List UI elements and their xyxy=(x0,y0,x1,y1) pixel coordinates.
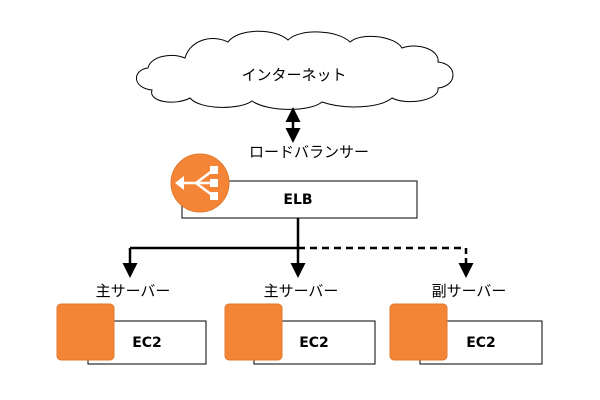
load-balancer-title: ロードバランサー xyxy=(249,143,369,161)
server-heading: 主サーバー xyxy=(264,282,339,300)
server-node: 主サーバー EC2 xyxy=(224,282,376,365)
server-label: EC2 xyxy=(299,335,329,351)
ec2-icon xyxy=(56,303,115,361)
ec2-icon xyxy=(224,303,283,361)
internet-cloud: インターネット xyxy=(136,30,454,110)
ec2-icon xyxy=(389,303,448,361)
elb-server-connectors xyxy=(122,218,474,278)
elb-label: ELB xyxy=(283,192,312,208)
elb-icon xyxy=(170,153,230,213)
server-heading: 副サーバー xyxy=(432,282,507,300)
server-node: 副サーバー EC2 xyxy=(389,282,543,365)
server-label: EC2 xyxy=(466,335,496,351)
server-label: EC2 xyxy=(132,335,162,351)
internet-label: インターネット xyxy=(241,66,346,84)
elb-node: ELB xyxy=(170,153,418,219)
server-node: 主サーバー EC2 xyxy=(56,282,207,365)
elb-icon-glyph-head xyxy=(175,176,184,190)
cloud-icon xyxy=(136,30,454,110)
server-heading: 主サーバー xyxy=(96,282,171,300)
